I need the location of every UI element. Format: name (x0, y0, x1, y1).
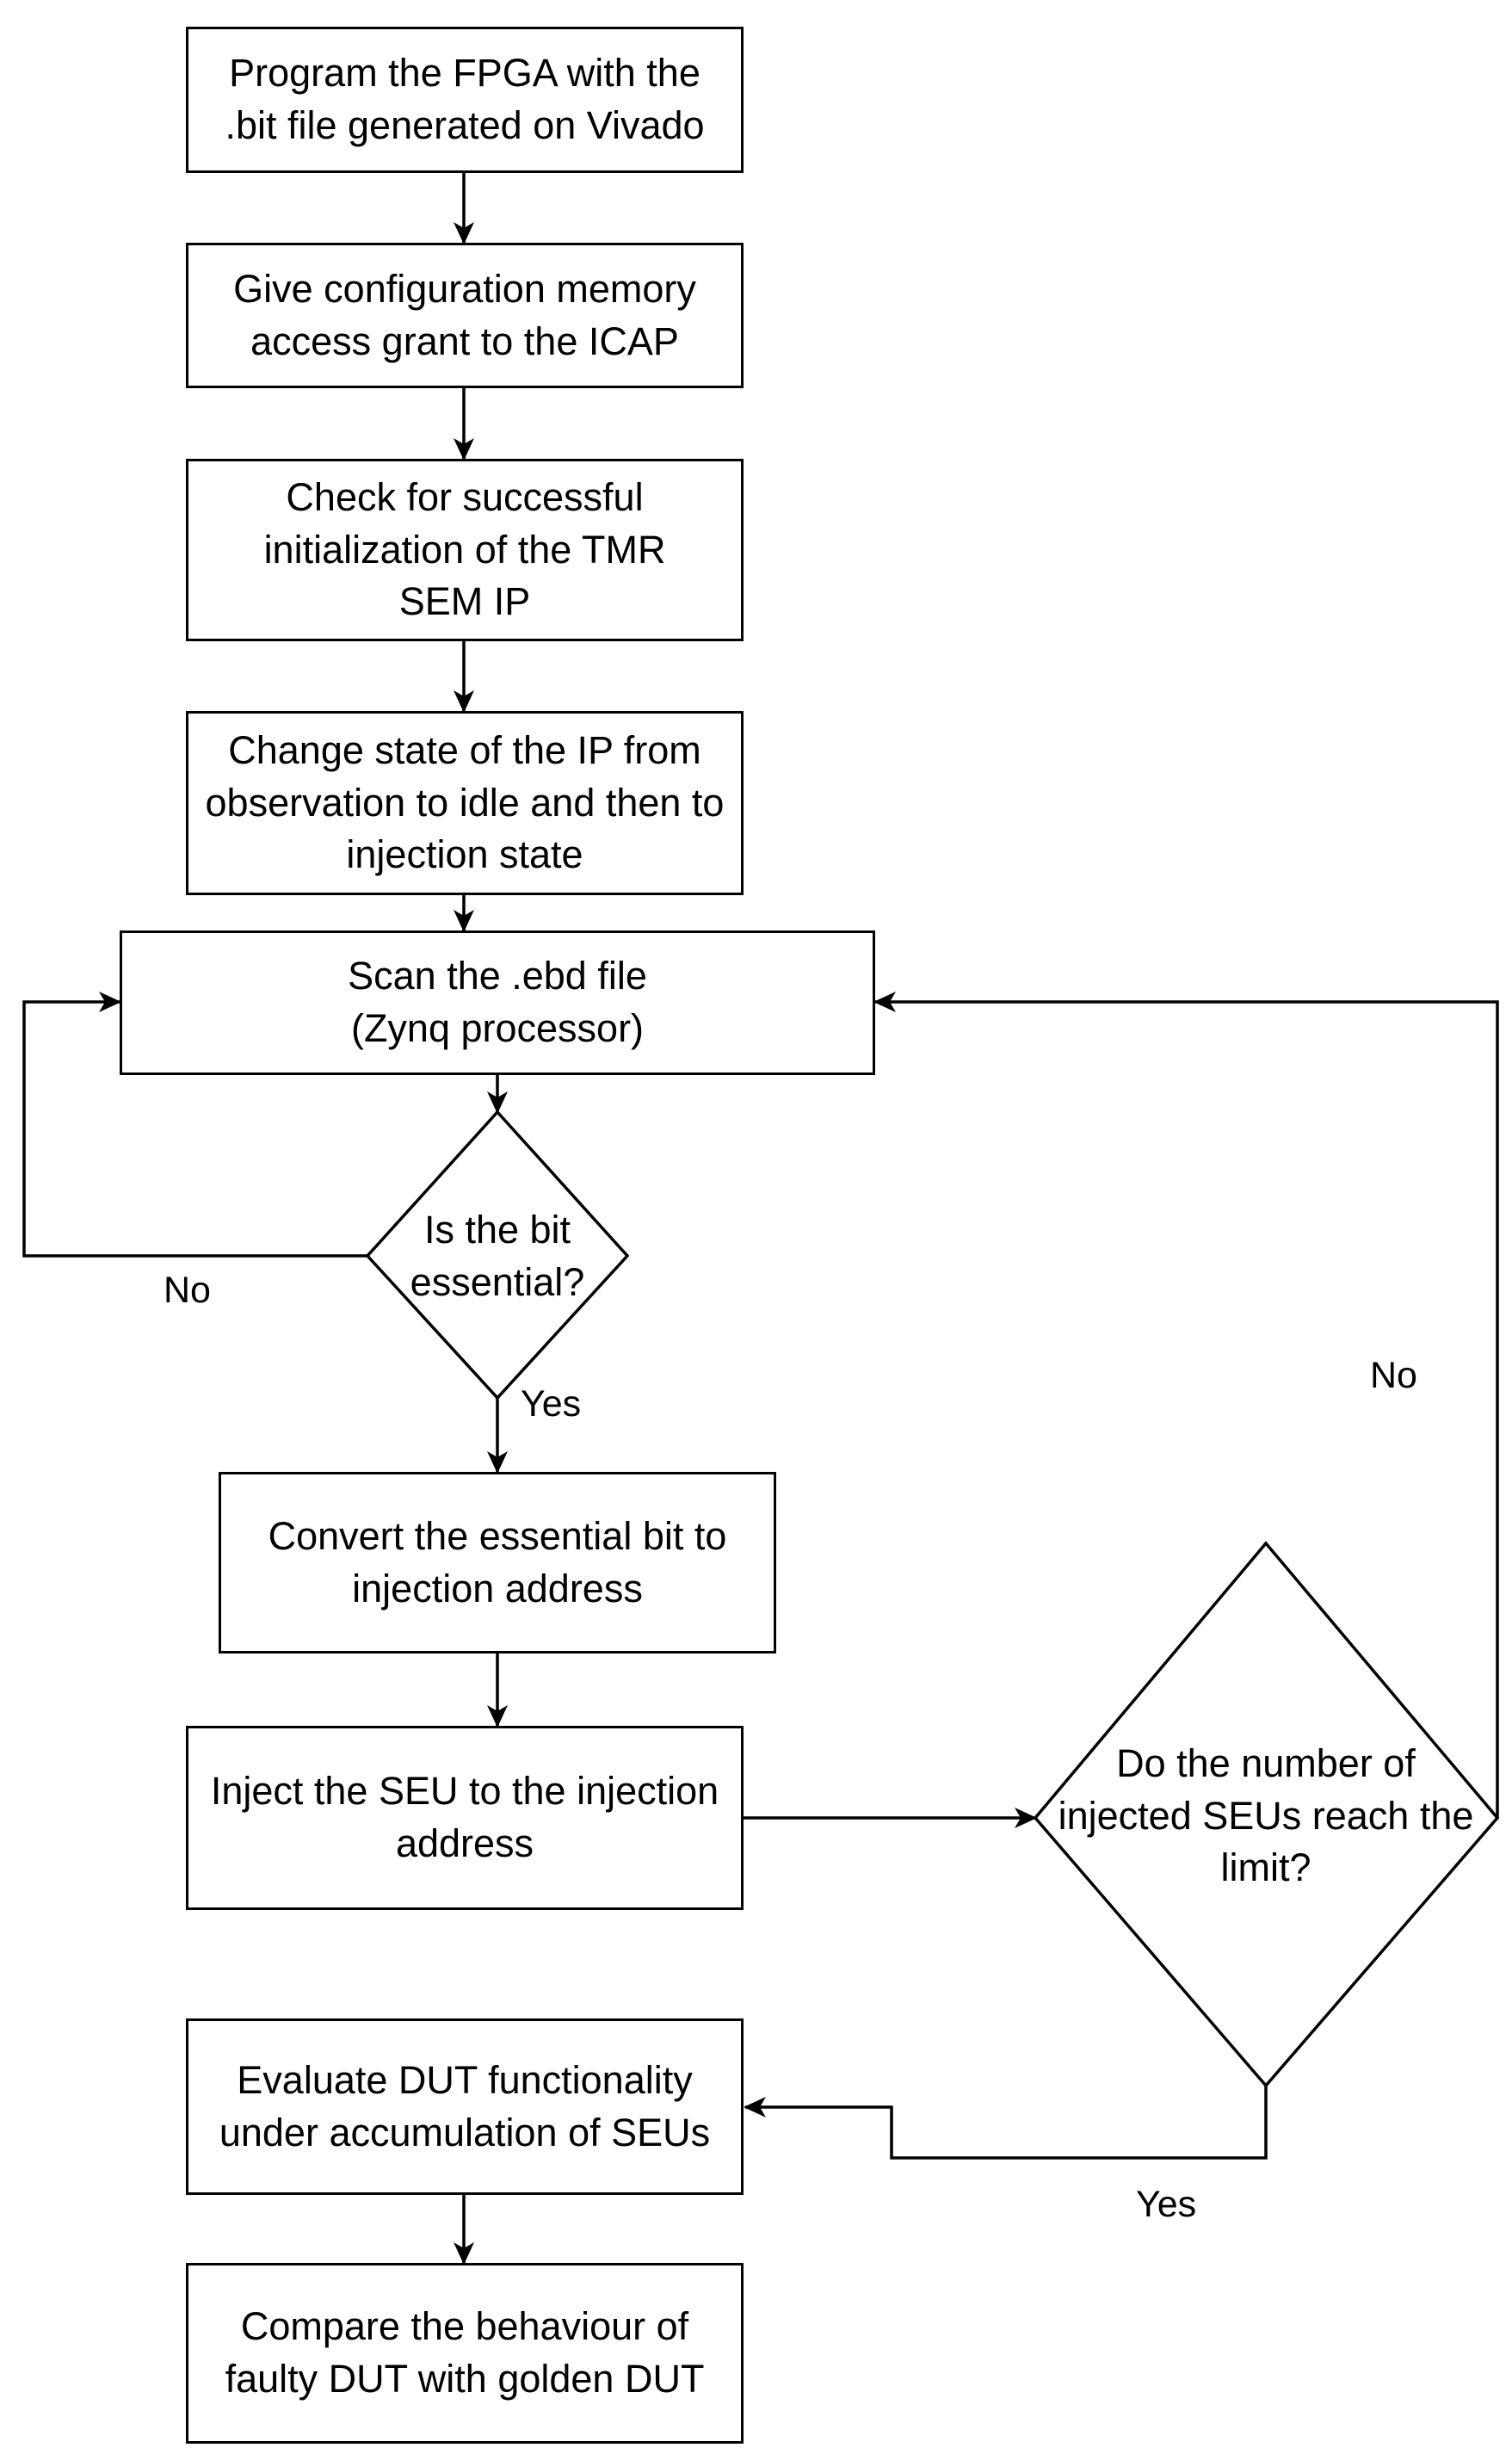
step-convert-essential-bit: Convert the essential bit to injection a… (219, 1472, 776, 1654)
step-inject-seu: Inject the SEU to the injection address (186, 1726, 744, 1910)
decision-essential-bit: Is the bit essential? (404, 1188, 590, 1326)
edge-label-essential-no: No (164, 1270, 211, 1311)
step-evaluate-dut-text: Evaluate DUT functionality under accumul… (219, 2057, 711, 2154)
arrow-limit-yes-to-evaluate (744, 2086, 1268, 2160)
step-inject-seu-text: Inject the SEU to the injection address (210, 1769, 719, 1865)
step-check-initialization-text: Check for successful initialization of t… (263, 474, 666, 624)
edge-label-essential-yes: Yes (521, 1383, 582, 1425)
step-program-fpga: Program the FPGA with the .bit file gene… (186, 27, 744, 173)
step-check-initialization: Check for successful initialization of t… (186, 459, 744, 641)
edge-label-limit-yes: Yes (1136, 2184, 1197, 2225)
essential-decision-shape (365, 1110, 630, 1400)
edge-label-limit-no: No (1370, 1355, 1417, 1396)
decision-seu-limit-text: Do the number of injected SEUs reach the… (1058, 1740, 1474, 1890)
step-convert-essential-bit-text: Convert the essential bit to injection a… (268, 1513, 727, 1610)
step-compare-dut: Compare the behaviour of faulty DUT with… (186, 2263, 744, 2444)
step-grant-icap-access-text: Give configuration memory access grant t… (233, 266, 696, 363)
step-compare-dut-text: Compare the behaviour of faulty DUT with… (225, 2304, 705, 2401)
decision-seu-limit: Do the number of injected SEUs reach the… (1046, 1730, 1486, 1902)
limit-decision-shape (1033, 1541, 1500, 2088)
step-grant-icap-access: Give configuration memory access grant t… (186, 243, 744, 388)
step-change-ip-state: Change state of the IP from observation … (186, 711, 744, 895)
step-evaluate-dut: Evaluate DUT functionality under accumul… (186, 2018, 744, 2195)
arrow-essential-no-to-scan (22, 992, 367, 1258)
step-program-fpga-text: Program the FPGA with the .bit file gene… (225, 51, 705, 147)
step-scan-ebd-file-text: Scan the .ebd file (Zynq processor) (348, 954, 647, 1050)
decision-essential-bit-text: Is the bit essential? (410, 1208, 585, 1304)
arrow-limit-no-to-scan (873, 992, 1499, 1818)
step-scan-ebd-file: Scan the .ebd file (Zynq processor) (120, 930, 875, 1075)
step-change-ip-state-text: Change state of the IP from observation … (205, 727, 725, 877)
